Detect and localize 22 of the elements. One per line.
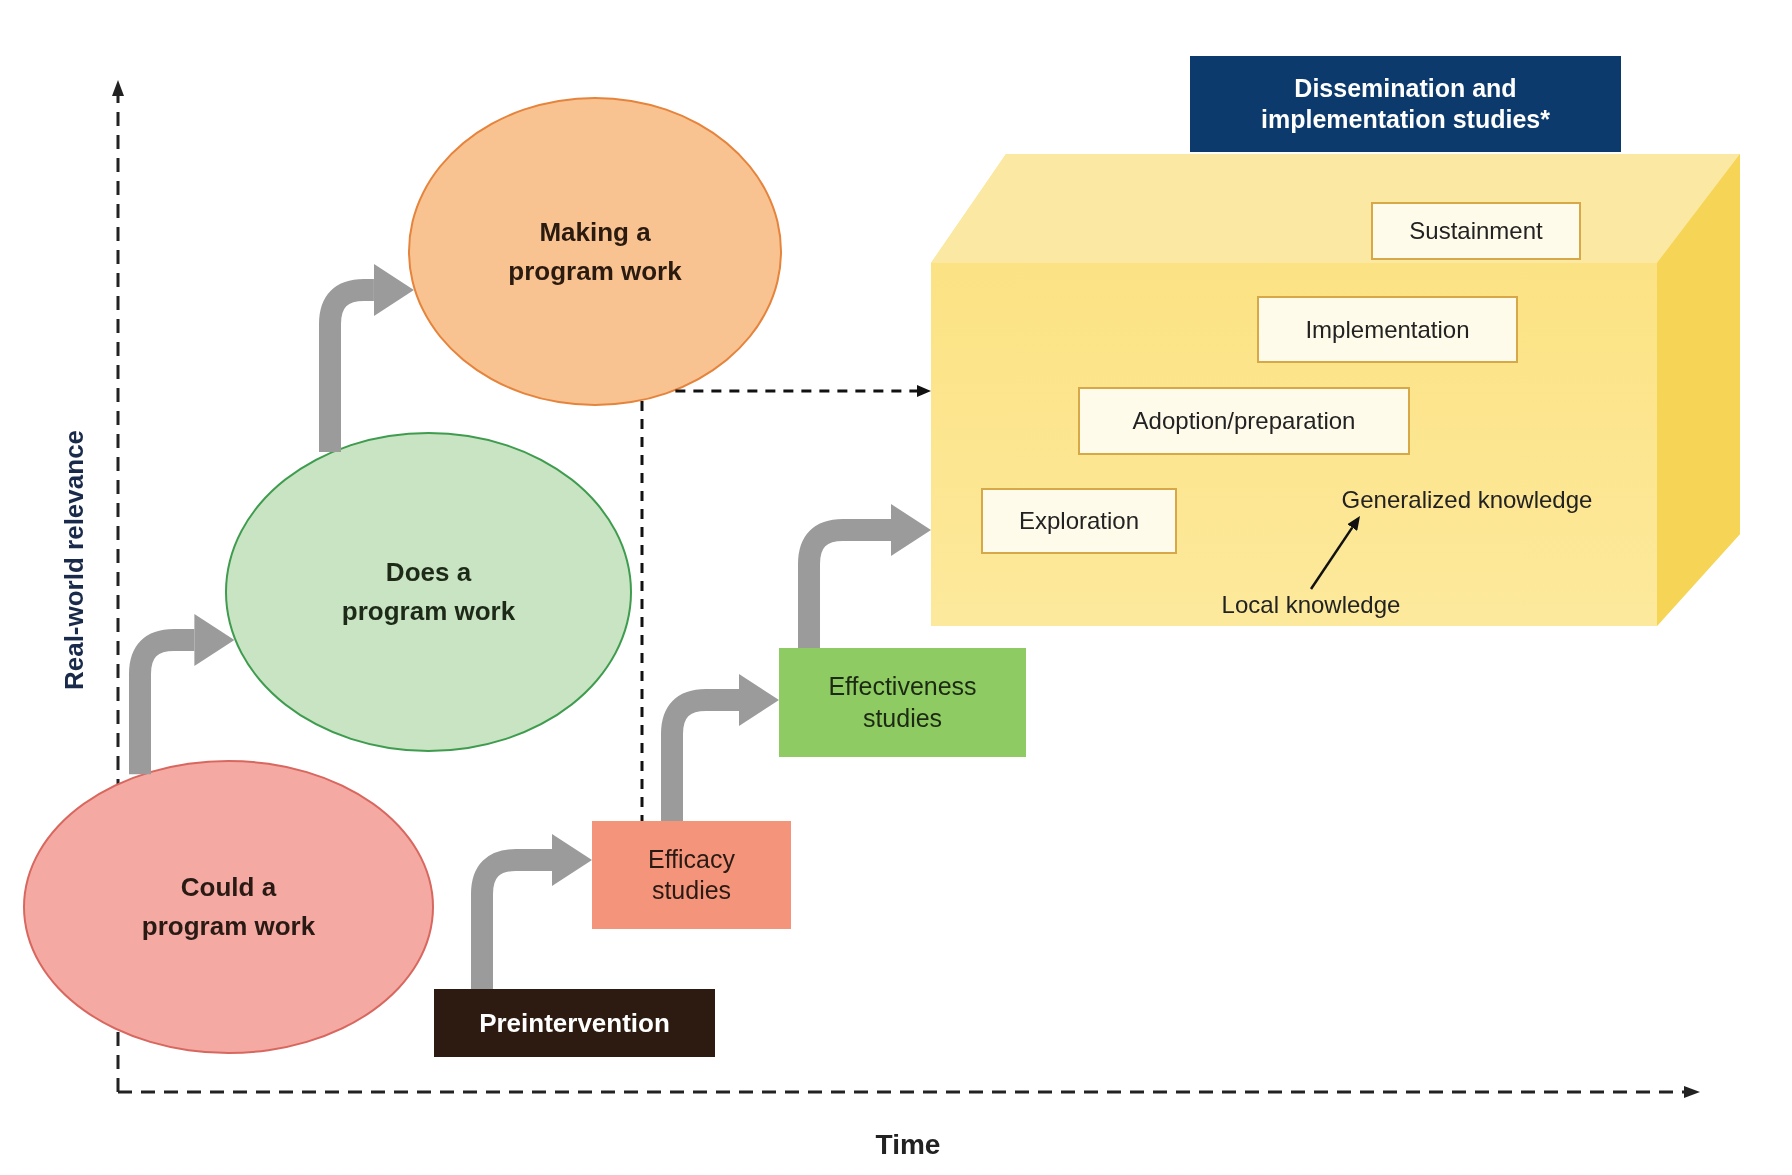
stage-box: Implementation <box>1257 296 1518 363</box>
axis-label: Time <box>875 1128 941 1162</box>
arrow <box>661 674 779 821</box>
knowledge-label: Generalized knowledge <box>1302 484 1632 516</box>
stage-box: Adoption/preparation <box>1078 387 1410 455</box>
stage-box: Sustainment <box>1371 202 1581 260</box>
arrow <box>129 614 235 775</box>
phase-box: Efficacy studies <box>592 821 791 929</box>
stage-ellipse: Does a program work <box>225 432 632 752</box>
arrow <box>675 385 931 397</box>
arrow <box>1309 516 1360 590</box>
knowledge-label: Local knowledge <box>1190 589 1432 621</box>
arrow <box>798 504 931 648</box>
stage-ellipse: Could a program work <box>23 760 434 1054</box>
axis-label: Real-world relevance <box>57 429 90 691</box>
stage-ellipse: Making a program work <box>408 97 782 406</box>
phase-box: Preintervention <box>434 989 715 1057</box>
stage-box: Exploration <box>981 488 1177 554</box>
phase-box: Effectiveness studies <box>779 648 1026 757</box>
arrow <box>471 834 592 989</box>
header-box: Dissemination and implementation studies* <box>1190 56 1621 152</box>
arrow <box>319 264 414 452</box>
